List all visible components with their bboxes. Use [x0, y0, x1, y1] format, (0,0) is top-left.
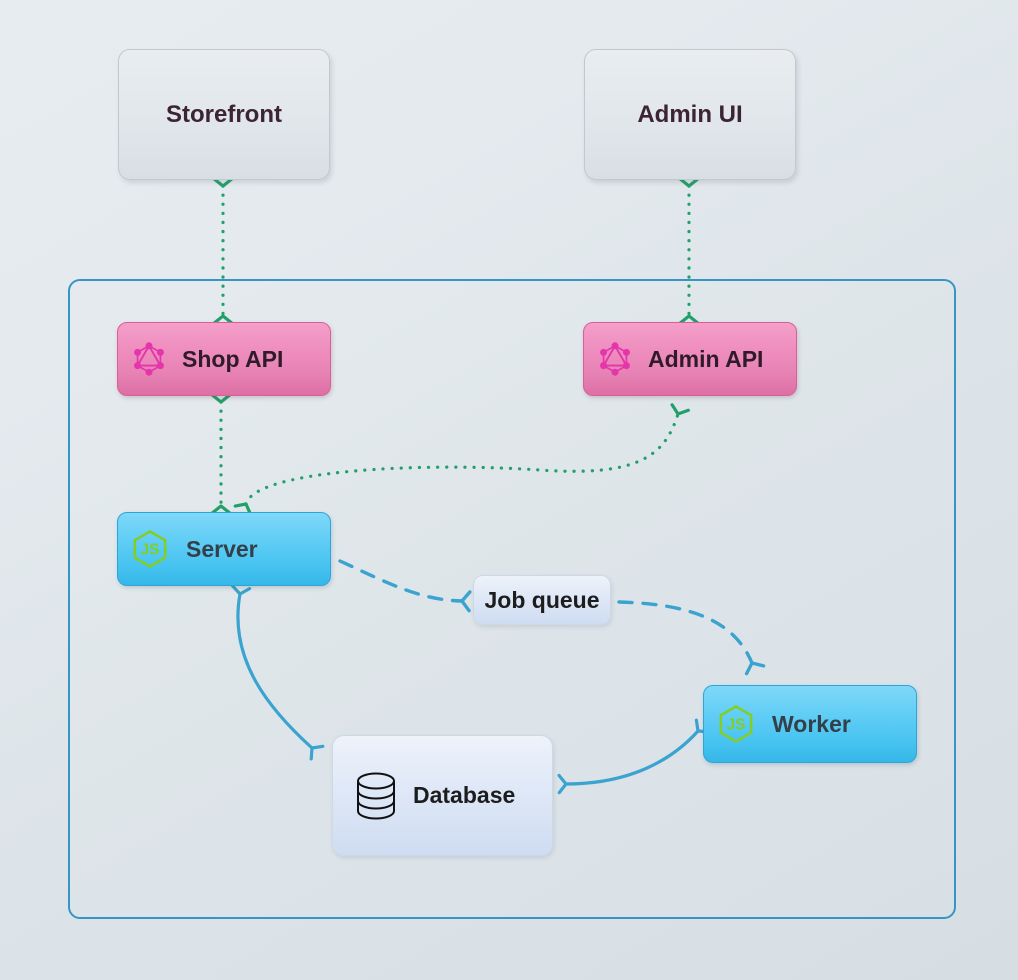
node-admin-api[interactable]: Admin API [583, 322, 797, 396]
node-storefront[interactable]: Storefront [118, 49, 330, 180]
node-label-job-queue: Job queue [484, 586, 600, 613]
node-label-admin-ui: Admin UI [637, 100, 743, 128]
node-shop-api[interactable]: Shop API [117, 322, 331, 396]
node-database[interactable]: Database [332, 735, 553, 856]
graphql-icon [600, 342, 630, 376]
node-job-queue[interactable]: Job queue [473, 575, 611, 625]
svg-text:JS: JS [141, 542, 160, 559]
node-label-admin-api: Admin API [648, 345, 764, 372]
database-cylinder-icon [357, 772, 395, 819]
node-label-database: Database [413, 782, 516, 808]
node-label-storefront: Storefront [166, 100, 282, 128]
node-admin-ui[interactable]: Admin UI [584, 49, 796, 180]
node-worker[interactable]: JS Worker [703, 685, 917, 763]
node-server[interactable]: JS Server [117, 512, 331, 586]
nodejs-icon: JS [133, 530, 167, 568]
graphql-icon [134, 342, 164, 376]
svg-text:JS: JS [727, 717, 746, 734]
node-label-server: Server [186, 535, 258, 562]
nodejs-icon: JS [719, 705, 753, 743]
node-label-shop-api: Shop API [182, 345, 284, 372]
node-label-worker: Worker [772, 710, 851, 737]
